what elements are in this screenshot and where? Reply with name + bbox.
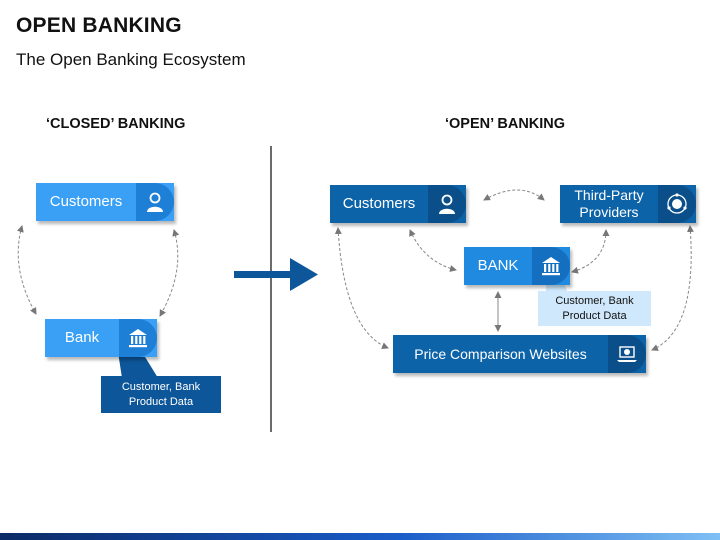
transition-arrow [234, 258, 318, 291]
slide-title: OPEN BANKING [16, 14, 182, 37]
thirdparty-pricecomp-connector [651, 225, 694, 351]
open-customers-node: Customers [330, 185, 466, 223]
open-banking-heading: ‘OPEN’ BANKING [445, 116, 566, 132]
closed-customers-node: Customers [36, 183, 174, 221]
closed-bank-label: Bank [64, 329, 100, 346]
open-data-callout: Customer, Bank Product Data [538, 291, 651, 326]
closed-callout-pointer [118, 352, 158, 378]
open-callout-line2: Product Data [562, 309, 627, 322]
bank-building-icon [119, 319, 157, 357]
open-bank-node: BANK [464, 247, 570, 285]
open-callout-line1: Customer, Bank [555, 294, 634, 307]
closed-data-callout: Customer, Bank Product Data [101, 376, 221, 413]
closed-left-connector [16, 225, 37, 315]
slide-subtitle: The Open Banking Ecosystem [16, 50, 246, 69]
laptop-globe-icon [608, 335, 646, 373]
person-icon [136, 183, 174, 221]
open-customers-label: Customers [342, 195, 416, 212]
third-party-line2: Providers [579, 204, 639, 220]
third-party-line1: Third-Party [574, 187, 644, 204]
price-comparison-node: Price Comparison Websites [393, 335, 646, 373]
open-bank-label: BANK [477, 257, 519, 274]
customers-thirdparty-connector [483, 189, 545, 201]
closed-bank-node: Bank [45, 319, 157, 357]
bottom-accent-bar [0, 533, 720, 540]
section-divider [270, 146, 272, 432]
closed-banking-heading: ‘CLOSED’ BANKING [46, 116, 186, 132]
closed-customers-label: Customers [49, 193, 123, 210]
globe-network-icon [658, 185, 696, 223]
closed-right-connector [159, 229, 180, 317]
third-party-label: Third-Party Providers [560, 187, 658, 221]
closed-callout-line1: Customer, Bank [121, 380, 201, 393]
third-party-node: Third-Party Providers [560, 185, 696, 223]
customers-pricecomp-connector [334, 227, 389, 349]
bank-building-icon [532, 247, 570, 285]
customers-bank-connector [409, 229, 457, 272]
person-icon [428, 185, 466, 223]
thirdparty-bank-connector [571, 229, 610, 274]
price-comparison-label: Price Comparison Websites [414, 345, 587, 362]
closed-callout-line2: Product Data [128, 395, 194, 408]
